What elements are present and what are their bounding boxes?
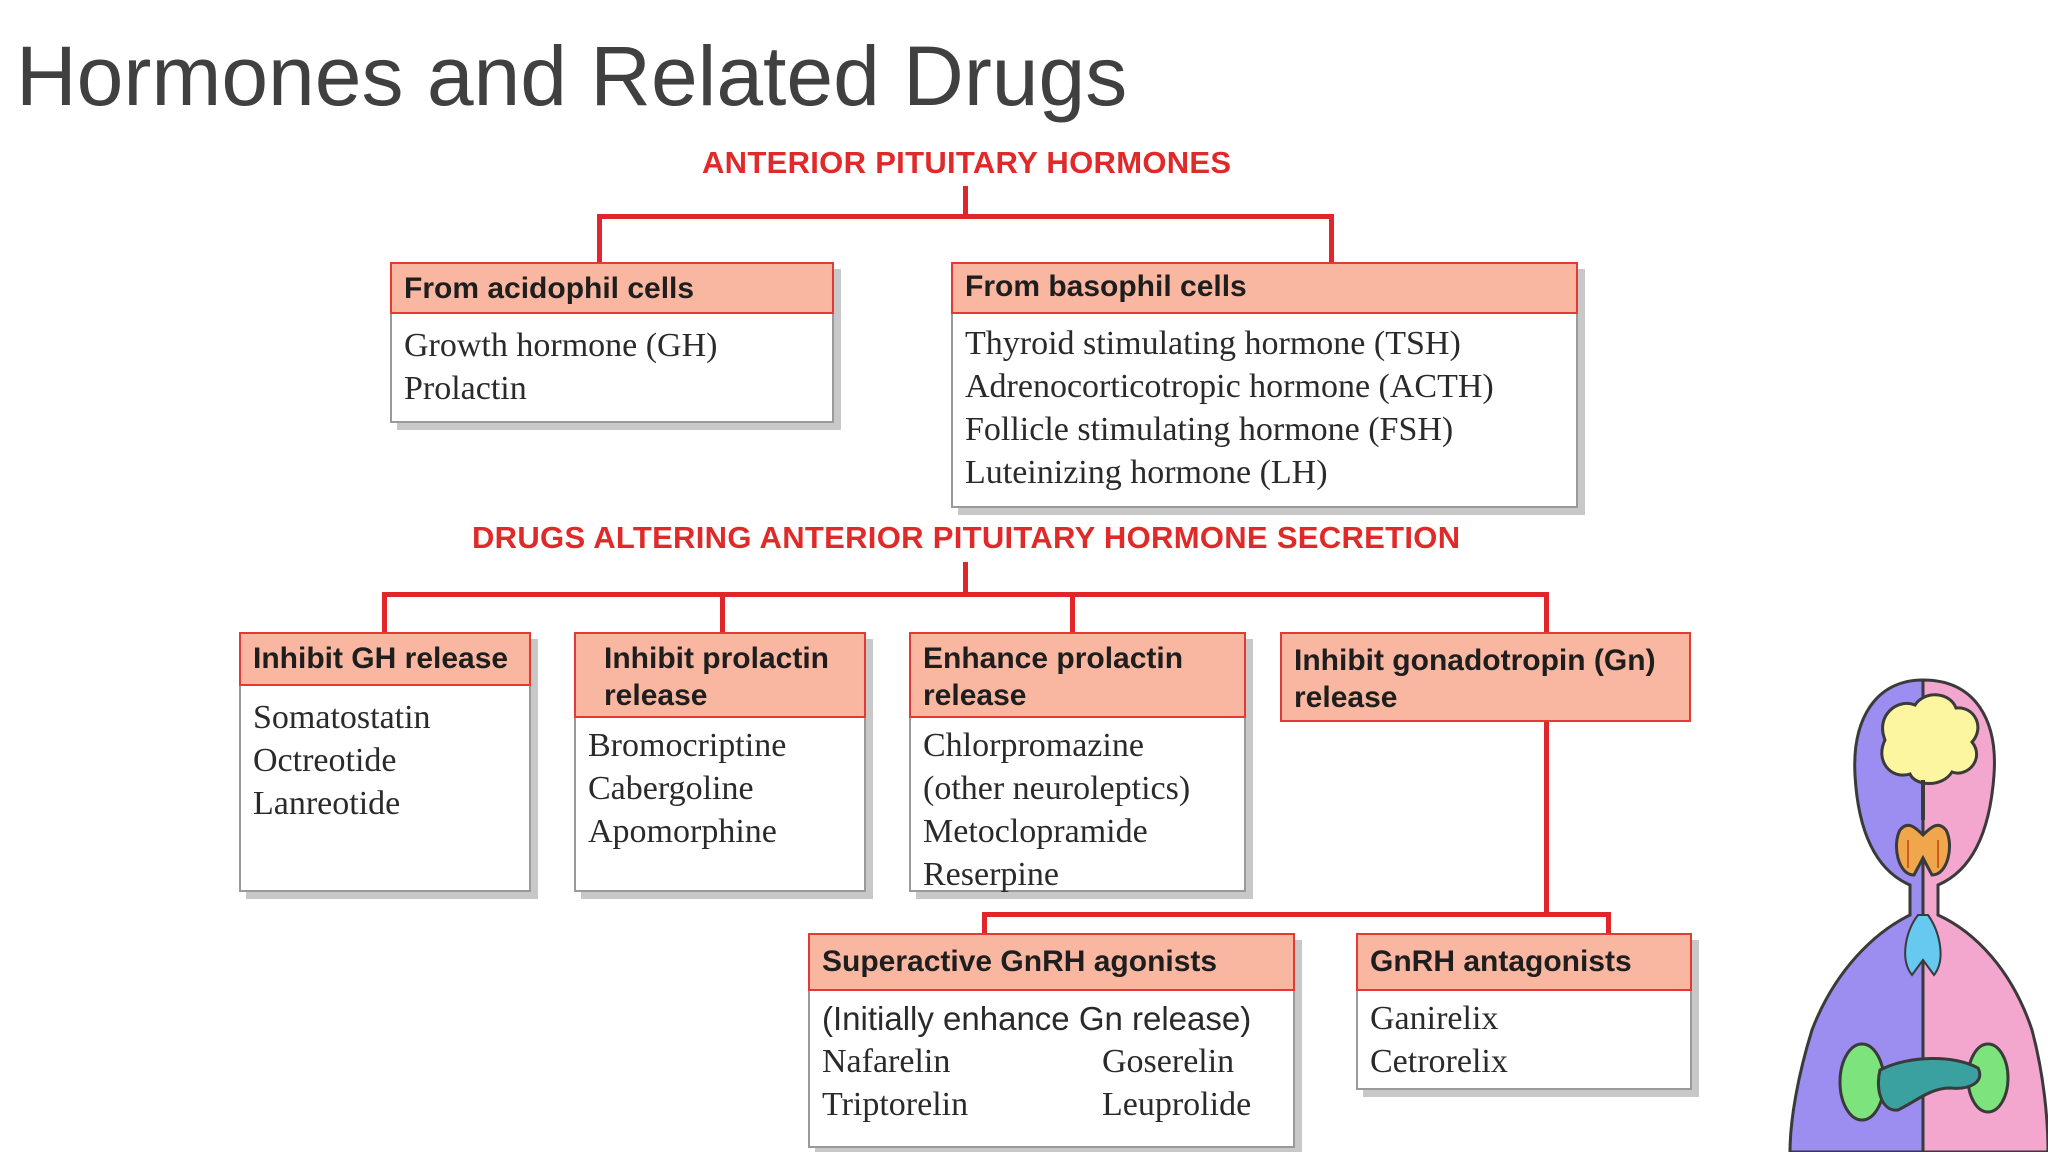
thyroid-icon <box>1895 823 1951 877</box>
list-item: Bromocriptine <box>588 727 787 764</box>
gnrh-antagonists-box: GnRH antagonists Ganirelix Cetrorelix <box>1356 933 1692 1090</box>
connector <box>982 912 1611 917</box>
basophil-header: From basophil cells <box>951 262 1578 314</box>
connector <box>1544 592 1549 634</box>
adrenal-kidney-icon <box>1838 1042 2010 1122</box>
list-item: Prolactin <box>404 370 527 407</box>
list-item: Octreotide <box>253 742 397 779</box>
inhibit-gh-list: Somatostatin Octreotide Lanreotide <box>253 696 525 825</box>
acidophil-list: Growth hormone (GH) Prolactin <box>404 324 828 410</box>
gnrh-agonists-list: (Initially enhance Gn release) Nafarelin… <box>822 997 1285 1126</box>
list-item: (other neuroleptics) <box>923 770 1191 807</box>
inhibit-gn-box: Inhibit gonadotropin (Gn) release <box>1280 632 1691 722</box>
list-item: Cetrorelix <box>1370 1043 1508 1080</box>
list-item: Luteinizing hormone (LH) <box>965 454 1328 491</box>
list-item: Reserpine <box>923 856 1059 893</box>
list-item: Nafarelin Goserelin <box>822 1040 1285 1083</box>
connector <box>382 592 387 634</box>
connector <box>982 912 987 934</box>
pancreas-icon <box>1876 1057 1982 1112</box>
list-item: Chlorpromazine <box>923 727 1144 764</box>
human-endocrine-body-icon <box>1788 678 2048 1152</box>
drug-name: Nafarelin <box>822 1043 951 1080</box>
drug-name: Goserelin <box>1102 1043 1235 1080</box>
inhibit-gn-header: Inhibit gonadotropin (Gn) release <box>1280 632 1691 722</box>
section-heading-drugs: DRUGS ALTERING ANTERIOR PITUITARY HORMON… <box>472 520 1461 555</box>
brain-icon <box>1880 693 1980 820</box>
gnrh-agonists-header: Superactive GnRH agonists <box>808 933 1295 991</box>
connector <box>1544 720 1549 915</box>
basophil-box: From basophil cells Thyroid stimulating … <box>951 262 1578 508</box>
drug-name: Triptorelin <box>822 1086 969 1123</box>
connector <box>1070 592 1075 634</box>
enhance-prolactin-header: Enhance prolactin release <box>909 632 1246 718</box>
page-title: Hormones and Related Drugs <box>16 29 1128 123</box>
connector <box>597 214 602 264</box>
list-item: Somatostatin <box>253 699 431 736</box>
list-item: Growth hormone (GH) <box>404 327 718 364</box>
connector <box>382 592 1549 597</box>
inhibit-prolactin-header: Inhibit prolactin release <box>574 632 866 718</box>
connector <box>963 562 968 594</box>
connector <box>963 186 968 216</box>
acidophil-header: From acidophil cells <box>390 262 834 314</box>
gnrh-agonists-note: (Initially enhance Gn release) <box>822 1000 1252 1037</box>
list-item: Follicle stimulating hormone (FSH) <box>965 411 1454 448</box>
enhance-prolactin-box: Enhance prolactin release Chlorpromazine… <box>909 632 1246 893</box>
list-item: Metoclopramide <box>923 813 1148 850</box>
list-item: Thyroid stimulating hormone (TSH) <box>965 325 1461 362</box>
body-right-half <box>1921 678 2048 1152</box>
drug-name: Leuprolide <box>1102 1086 1252 1123</box>
gnrh-antagonists-header: GnRH antagonists <box>1356 933 1692 991</box>
connector <box>720 592 725 634</box>
acidophil-box: From acidophil cells Growth hormone (GH)… <box>390 262 834 423</box>
list-item: Lanreotide <box>253 785 401 822</box>
list-item: Apomorphine <box>588 813 777 850</box>
inhibit-gh-header: Inhibit GH release <box>239 632 531 686</box>
list-item: Adrenocorticotropic hormone (ACTH) <box>965 368 1494 405</box>
connector <box>1329 214 1334 264</box>
inhibit-gh-box: Inhibit GH release Somatostatin Octreoti… <box>239 632 531 892</box>
basophil-list: Thyroid stimulating hormone (TSH) Adreno… <box>965 322 1572 494</box>
gnrh-agonists-box: Superactive GnRH agonists (Initially enh… <box>808 933 1295 1148</box>
inhibit-prolactin-list: Bromocriptine Cabergoline Apomorphine <box>588 724 860 853</box>
section-heading-hormones: ANTERIOR PITUITARY HORMONES <box>702 145 1232 180</box>
list-item: Cabergoline <box>588 770 754 807</box>
inhibit-prolactin-box: Inhibit prolactin release Bromocriptine … <box>574 632 866 892</box>
body-left-half <box>1788 678 1925 1152</box>
connector <box>1606 912 1611 934</box>
gnrh-antagonists-list: Ganirelix Cetrorelix <box>1370 997 1686 1083</box>
enhance-prolactin-list: Chlorpromazine (other neuroleptics) Meto… <box>923 724 1240 896</box>
connector <box>597 214 1334 219</box>
list-item: Triptorelin Leuprolide <box>822 1083 1285 1126</box>
list-item: Ganirelix <box>1370 1000 1499 1037</box>
thymus-icon <box>1904 914 1942 977</box>
